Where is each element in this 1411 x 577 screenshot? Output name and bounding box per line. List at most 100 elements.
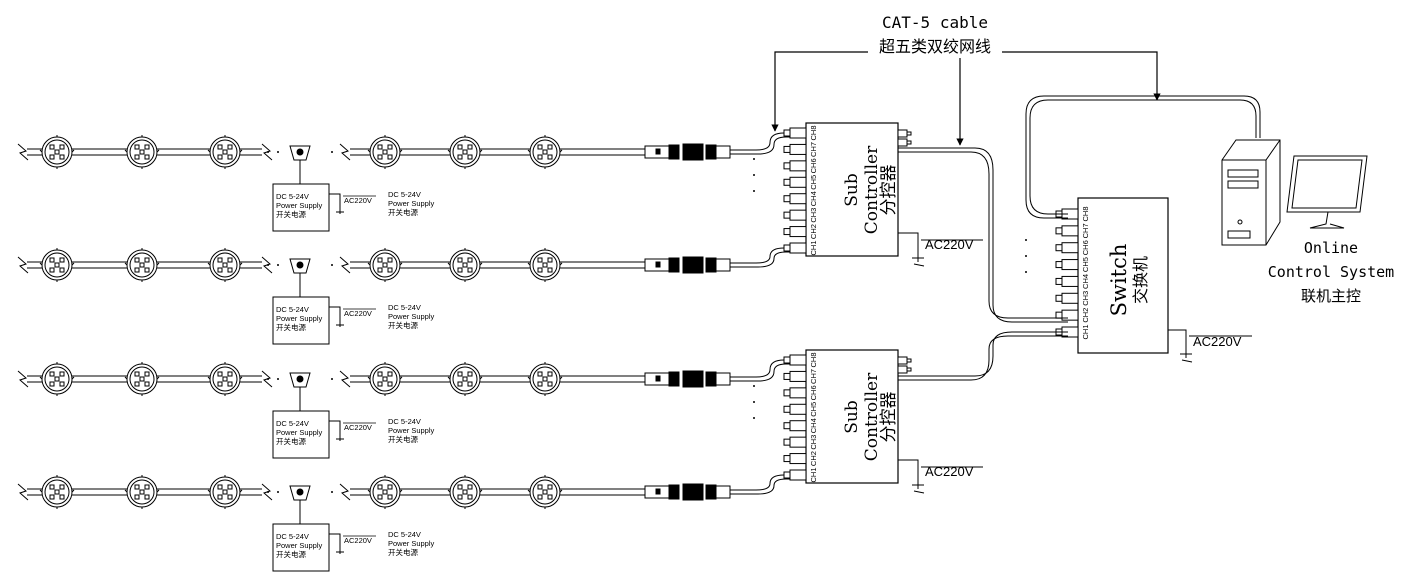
output-connector <box>644 143 731 161</box>
power-supply-label: DC 5-24V <box>276 419 309 428</box>
power-supply-ac-label: AC220V <box>344 309 372 318</box>
pixel-node-icon <box>367 248 403 282</box>
sub-controller-top-title-cn: 分控器 <box>879 165 898 216</box>
sub-controller-bottom-ac: AC220V <box>925 464 974 479</box>
power-supply-label: 开关电源 <box>388 434 418 444</box>
channel-label: CH8 <box>809 352 818 367</box>
power-supply-label: 开关电源 <box>388 320 418 330</box>
power-supply-ac-label: AC220V <box>344 536 372 545</box>
channel-port <box>783 436 807 448</box>
pixel-node-icon <box>447 135 483 169</box>
pixel-node-icon <box>124 475 160 509</box>
pixel-node-icon <box>124 362 160 396</box>
pixel-node-icon <box>207 475 243 509</box>
channel-port <box>783 387 807 399</box>
channel-label: CH4 <box>809 191 818 206</box>
power-supply-label: 开关电源 <box>276 322 306 332</box>
channel-label: CH8 <box>1081 206 1090 221</box>
pixel-node-icon <box>124 135 160 169</box>
channel-port <box>783 420 807 432</box>
tee-connector <box>289 258 311 297</box>
channel-label: CH1 <box>809 240 818 255</box>
pixel-node-icon <box>447 362 483 396</box>
pixel-node-icon <box>527 135 563 169</box>
switch-ac: AC220V <box>1193 334 1242 349</box>
pixel-node-icon <box>207 135 243 169</box>
ac-plug-icon <box>898 232 983 267</box>
pixel-node-icon <box>527 248 563 282</box>
channel-port <box>783 242 807 254</box>
pixel-node-icon <box>447 248 483 282</box>
channel-port <box>1055 259 1079 271</box>
switch-title-en: Switch <box>1107 244 1131 317</box>
channel-label: CH3 <box>809 435 818 450</box>
pixel-node-icon <box>39 248 75 282</box>
output-connector <box>644 370 731 388</box>
pixel-node-icon <box>39 475 75 509</box>
pixel-node-icon <box>124 248 160 282</box>
channel-label: CH1 <box>1081 324 1090 339</box>
channel-label: CH5 <box>809 402 818 417</box>
power-supply-label: Power Supply <box>388 312 435 321</box>
channel-label: CH2 <box>809 451 818 466</box>
power-supply-label: DC 5-24V <box>276 192 309 201</box>
power-supply-label: DC 5-24V <box>276 532 309 541</box>
pixel-node-icon <box>527 362 563 396</box>
ac-plug-icon <box>898 459 983 494</box>
port-dots <box>1025 239 1027 273</box>
channel-label: CH6 <box>809 385 818 400</box>
channel-port <box>783 453 807 465</box>
channel-label: CH4 <box>809 418 818 433</box>
channel-port <box>1055 292 1079 304</box>
power-supply-label: DC 5-24V <box>388 417 421 426</box>
tee-connector <box>289 372 311 411</box>
power-supply-label: 开关电源 <box>388 547 418 557</box>
network-cables <box>898 95 1261 381</box>
monitor-icon <box>1286 155 1368 229</box>
power-supply-label: 开关电源 <box>276 549 306 559</box>
channel-label: CH3 <box>1081 291 1090 306</box>
pixel-node-icon <box>367 362 403 396</box>
channel-label: CH4 <box>1081 274 1090 289</box>
output-connector <box>644 256 731 274</box>
channel-label: CH6 <box>809 158 818 173</box>
power-supply-label: Power Supply <box>276 201 323 210</box>
computer-icon <box>1221 139 1281 246</box>
channel-port <box>783 370 807 382</box>
power-supply-label: 开关电源 <box>276 209 306 219</box>
channel-port <box>783 143 807 155</box>
channel-label: CH2 <box>809 224 818 239</box>
sub-controller-bottom-title-en1: Sub <box>842 400 862 434</box>
power-supply-ac-label: AC220V <box>344 196 372 205</box>
channel-label: CH1 <box>809 467 818 482</box>
channel-label: CH3 <box>809 208 818 223</box>
power-supply-ac-label: AC220V <box>344 423 372 432</box>
channel-port <box>783 160 807 172</box>
pixel-node-icon <box>39 362 75 396</box>
tee-connector <box>289 485 311 524</box>
power-supply-label: DC 5-24V <box>276 305 309 314</box>
channel-port <box>783 176 807 188</box>
channel-port <box>1055 242 1079 254</box>
channel-port <box>783 354 807 366</box>
switch-title-cn: 交换机 <box>1132 256 1150 304</box>
channel-port <box>1055 309 1079 321</box>
channel-port <box>783 403 807 415</box>
power-supply-label: DC 5-24V <box>388 303 421 312</box>
cable-arrows <box>771 51 1161 146</box>
channel-port <box>783 127 807 139</box>
channel-label: CH7 <box>809 142 818 157</box>
channel-port <box>1055 225 1079 237</box>
